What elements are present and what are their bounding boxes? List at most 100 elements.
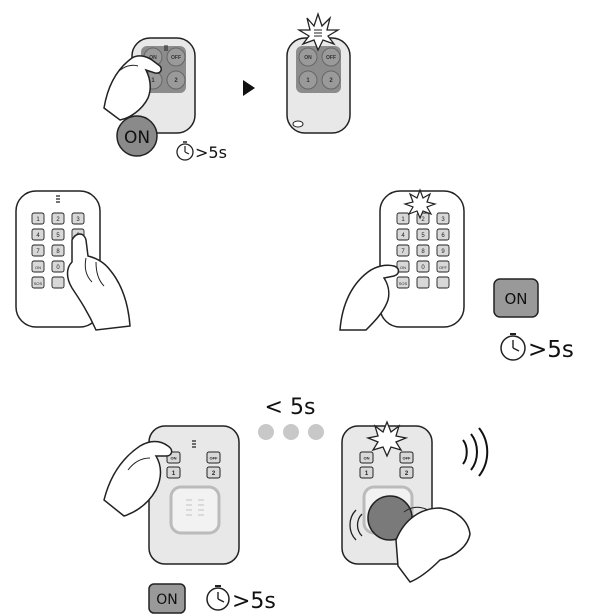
device-left-btn-on-label: ON: [171, 456, 177, 461]
keypad-key: [396, 228, 410, 241]
on-press-label: ON: [156, 592, 178, 608]
keypad-key: [436, 212, 450, 225]
arrow-right-icon: [243, 80, 255, 96]
keypad-key-label: SOS: [34, 281, 43, 286]
keypad-key-label: 3: [76, 217, 80, 223]
keypad-key: [436, 276, 450, 289]
step1-group: ON OFF 1 2 ON >5s ON OFF 1 2: [103, 11, 351, 162]
device-left-btn-1: [166, 466, 181, 479]
on-press-label: ON: [124, 128, 150, 148]
keypad-key: [416, 244, 430, 257]
keypad-key-label: 7: [401, 249, 405, 255]
remote-btn-off-label: OFF: [171, 55, 181, 61]
keypad-key: [71, 212, 85, 225]
keypad-key-label: 1: [401, 217, 405, 223]
sound-waves-icon: [462, 427, 489, 477]
remote2-btn-off: [321, 47, 341, 67]
keypad-key: [51, 228, 65, 241]
remote-btn-2-label: 2: [174, 78, 178, 84]
keypad-key-label: 6: [441, 233, 445, 239]
stopwatch-icon: [500, 333, 526, 361]
keypad-key-label: 1: [36, 217, 40, 223]
interval-label: < 5s: [265, 395, 316, 420]
keypad-key: [51, 260, 65, 273]
keypad-right: [379, 190, 465, 328]
keypad-key: [51, 244, 65, 257]
keypad-key: [436, 260, 450, 273]
on-press-badge: [493, 278, 539, 318]
keypad-key-label: 5: [56, 233, 60, 239]
led-icon: [192, 440, 196, 448]
keypad-key: [31, 212, 45, 225]
led-icon: [164, 45, 168, 51]
on-press-label: ON: [504, 290, 527, 308]
keypad-key-label: ON: [400, 265, 406, 270]
keypad-key: [31, 244, 45, 257]
hand-pointer-icon: [66, 233, 131, 331]
keypad-key: [416, 228, 430, 241]
duration-label: >5s: [232, 589, 276, 614]
flash-icon: [365, 420, 409, 458]
keypad-key-label: ON: [35, 265, 41, 270]
step3-group: < 5s ON OFF 1 2 ON OFF 1 2: [103, 395, 489, 614]
remote2-btn-on: [298, 47, 318, 67]
stopwatch-icon: [176, 141, 194, 161]
wait-dot-3: [308, 424, 324, 440]
keypad-key-label: 0: [421, 265, 425, 271]
motion-icon: [349, 509, 363, 541]
keypad-key-label: 4: [401, 233, 405, 239]
device-right-btn-2: [399, 466, 414, 479]
duration-label: >5s: [528, 337, 574, 363]
hand-pointer-icon: [395, 507, 471, 583]
device-left-btn-2: [206, 466, 221, 479]
device-left-btn-1-label: 1: [172, 471, 176, 477]
keypad-key-label: 0: [56, 265, 60, 271]
keypad-key: [436, 244, 450, 257]
speaker-grille: [169, 485, 221, 535]
keypad-led-icon: [56, 195, 60, 203]
remote2-btn-off-label: OFF: [326, 55, 336, 61]
keypad-key-label: 7: [36, 249, 40, 255]
device-right-btn-1-label: 1: [365, 471, 369, 477]
remote2-btn-1-label: 1: [306, 78, 310, 84]
device-left-btn-2-label: 2: [212, 471, 216, 477]
remote2-btn-1: [298, 70, 318, 90]
keypad-key: [436, 228, 450, 241]
keypad-key-label: 9: [441, 249, 445, 255]
device-right-btn-off-label: OFF: [403, 456, 412, 461]
stopwatch-icon: [206, 585, 230, 611]
wait-dot-2: [283, 424, 299, 440]
flash-icon: [402, 188, 438, 220]
keypad-key-label: 2: [56, 217, 60, 223]
keypad-key: [396, 276, 410, 289]
keypad-key: [416, 276, 430, 289]
keypad-key: [51, 276, 65, 289]
remote-btn-on-label: ON: [149, 55, 157, 61]
device-right-btn-on-label: ON: [364, 456, 370, 461]
keypad-key: [31, 228, 45, 241]
keypad-key: [51, 212, 65, 225]
keypad-key-label: SOS: [399, 281, 408, 286]
device-right-btn-1: [359, 466, 374, 479]
device-left-btn-off-label: OFF: [210, 456, 219, 461]
remote-btn-1-label: 1: [151, 78, 155, 84]
on-press-badge: [116, 115, 158, 157]
keypad-key: [31, 260, 45, 273]
flash-icon: [296, 11, 341, 52]
remote-btn-2: [166, 70, 186, 90]
keypad-key: [31, 276, 45, 289]
keypad-key-label: 8: [56, 249, 60, 255]
remote2-btn-2-label: 2: [329, 78, 333, 84]
keypad-key-label: 8: [421, 249, 425, 255]
keypad-key: [396, 260, 410, 273]
keypad-key-label: 3: [441, 217, 445, 223]
device-right-btn-2-label: 2: [405, 471, 409, 477]
keypad-key: [396, 244, 410, 257]
wait-dot-1: [258, 424, 274, 440]
device-left-btn-off: [206, 451, 221, 464]
device-right-btn-off: [399, 451, 414, 464]
keyring-hole: [292, 120, 304, 128]
